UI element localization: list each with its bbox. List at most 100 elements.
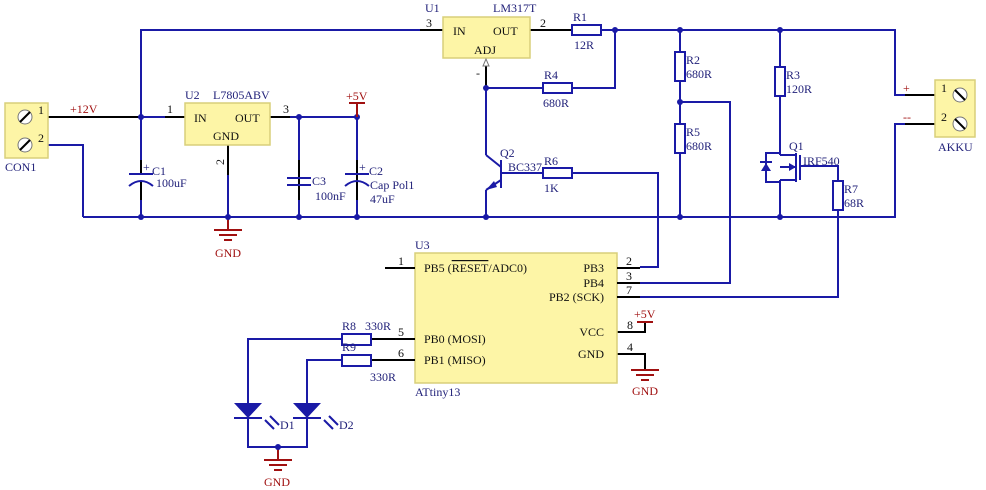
ground-symbol-leds: GND (264, 459, 292, 489)
akku-pin2: 2 (941, 110, 947, 124)
resistor-r7: R7 68R (832, 180, 864, 211)
u1-part: LM317T (493, 1, 537, 15)
resistor-r5: R5 680R (674, 123, 712, 154)
capacitor-c2: + C2 Cap Pol1 47uF (344, 160, 414, 206)
r6-value: 1K (544, 181, 559, 195)
q1-ref: Q1 (789, 139, 804, 153)
r2-ref: R2 (686, 53, 700, 67)
u1-adj-mark: - (476, 66, 480, 80)
c1-plus: + (143, 160, 150, 174)
q2-part: BC337 (508, 160, 542, 174)
u2-part: L7805ABV (213, 88, 270, 102)
gnd-label-u3: GND (632, 384, 658, 398)
akku-minus: -- (903, 110, 911, 124)
regulator-u2: U2 L7805ABV IN OUT GND 1 3 2 (167, 88, 289, 165)
r3-ref: R3 (786, 68, 800, 82)
u1-pin-out: 2 (540, 16, 546, 30)
net-12v-label: +12V (70, 102, 98, 116)
u3-part: ATtiny13 (415, 385, 460, 399)
q2-ref: Q2 (500, 146, 515, 160)
u3-pin-pb4-num: 3 (626, 269, 632, 283)
c2-ref: C2 (369, 164, 383, 178)
con1-ref: CON1 (5, 160, 36, 174)
u3-pin-gnd-num: 4 (627, 340, 633, 354)
u1-in: IN (453, 24, 466, 38)
resistor-r4: R4 680R (542, 68, 573, 110)
resistor-r9: R9 330R (341, 340, 396, 384)
u3-pin-pb3-num: 2 (626, 254, 632, 268)
u2-pin-in: 1 (167, 102, 173, 116)
u3-pin-pb0-num: 5 (398, 325, 404, 339)
r4-value: 680R (543, 96, 569, 110)
resistor-r2: R2 680R (674, 51, 712, 82)
d2-ref: D2 (339, 418, 354, 432)
u3-pin-pb0-label: PB0 (MOSI) (424, 332, 486, 346)
regulator-u1: U1 LM317T IN OUT ADJ 3 2 - (425, 1, 546, 80)
akku-ref: AKKU (938, 140, 973, 154)
gnd-label-leds: GND (264, 475, 290, 489)
resistor-r6: R6 1K (542, 154, 573, 195)
u3-pin-pb4-label: PB4 (583, 276, 604, 290)
u3-pin-pb5-label: PB5 (RESET/ADC0) (424, 261, 527, 275)
u3-pin-pb2-num: 7 (626, 283, 632, 297)
u3-pin-pb5-num: 1 (398, 254, 404, 268)
wires (20, 29, 955, 460)
u3-pin-gnd-label: GND (578, 347, 604, 361)
connector-akku: 1 2 AKKU + -- (903, 79, 976, 154)
c3-ref: C3 (312, 174, 326, 188)
r9-value: 330R (370, 370, 396, 384)
led-d1: D1 (234, 403, 295, 432)
con1-pin1: 1 (38, 103, 44, 117)
u2-gnd: GND (213, 129, 239, 143)
u3-pin-vcc-label: VCC (579, 325, 604, 339)
akku-pin1: 1 (941, 81, 947, 95)
r4-ref: R4 (544, 68, 558, 82)
r1-ref: R1 (573, 10, 587, 24)
net-5v-label-u3: +5V (634, 307, 656, 321)
u2-ref: U2 (185, 88, 200, 102)
r1-value: 12R (574, 38, 594, 52)
r9-ref: R9 (342, 340, 356, 354)
u3-pin-pb2-label: PB2 (SCK) (549, 290, 604, 304)
u1-out: OUT (493, 24, 518, 38)
c3-value: 100nF (315, 189, 346, 203)
u1-ref: U1 (425, 1, 440, 15)
q1-part: IRF540 (803, 154, 840, 168)
power-5v-top: +5V (346, 89, 368, 117)
u2-in: IN (194, 111, 207, 125)
resistor-r1: R1 12R (571, 10, 602, 52)
r6-ref: R6 (544, 154, 558, 168)
capacitor-c3: C3 100nF (287, 174, 346, 203)
r5-ref: R5 (686, 125, 700, 139)
u2-pin-gnd: 2 (213, 159, 227, 165)
capacitor-c1: + C1 100uF (128, 160, 187, 190)
resistor-r8: R8 330R (341, 319, 391, 346)
u3-pin-pb1-label: PB1 (MISO) (424, 353, 486, 367)
microcontroller-u3: U3 ATtiny13 PB5 (RESET/ADC0) 1 PB3 2 PB4… (398, 238, 640, 399)
u3-ref: U3 (415, 238, 430, 252)
u3-pin-pb1-num: 6 (398, 346, 404, 360)
r2-value: 680R (686, 67, 712, 81)
u2-pin-out: 3 (283, 102, 289, 116)
u1-pin-in: 3 (426, 16, 432, 30)
u3-pin-vcc-num: 8 (627, 318, 633, 332)
transistor-q1: Q1 IRF540 (760, 139, 840, 183)
u2-out: OUT (235, 111, 260, 125)
led-d2: D2 (293, 403, 354, 432)
r7-ref: R7 (844, 182, 858, 196)
c1-ref: C1 (152, 164, 166, 178)
ground-symbol-u3: GND (631, 369, 659, 398)
c2-value2: 47uF (370, 192, 395, 206)
r5-value: 680R (686, 139, 712, 153)
c2-value: Cap Pol1 (370, 178, 414, 192)
d1-ref: D1 (280, 418, 295, 432)
akku-plus: + (903, 81, 910, 95)
power-5v-u3: +5V (634, 307, 656, 323)
connector-con1: 1 2 CON1 (4, 102, 49, 174)
u1-adj: ADJ (474, 43, 496, 57)
transistor-q2: Q2 BC337 (485, 146, 543, 191)
r8-value: 330R (365, 319, 391, 333)
r7-value: 68R (844, 196, 864, 210)
